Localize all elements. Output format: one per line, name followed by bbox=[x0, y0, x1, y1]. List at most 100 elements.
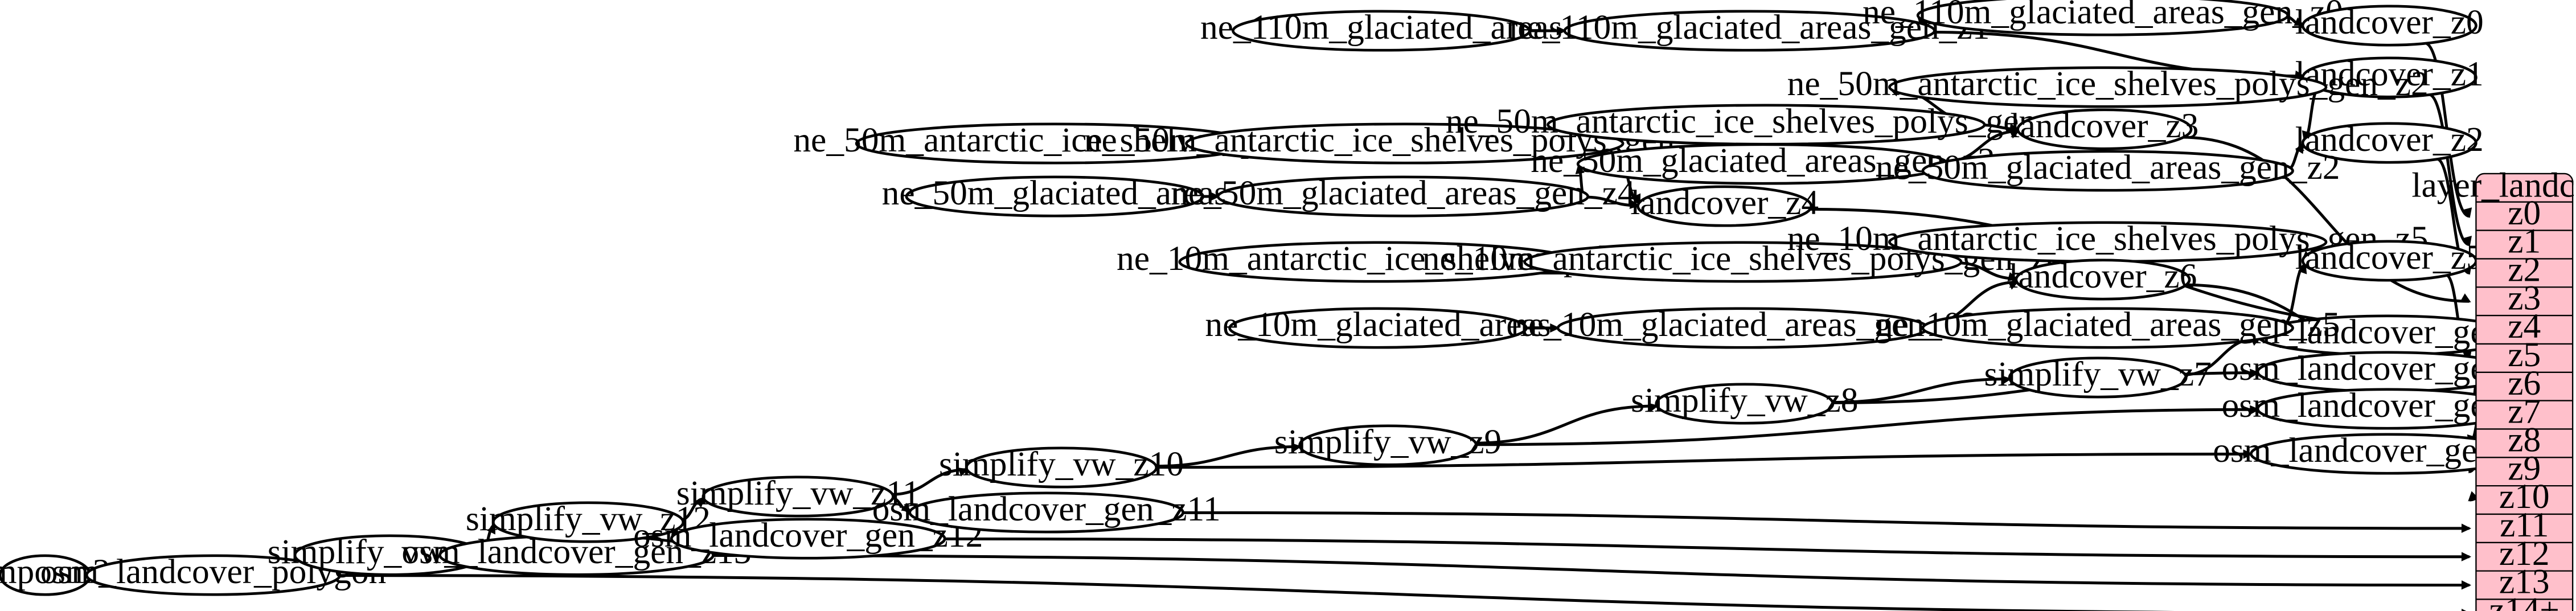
arrowhead-icon bbox=[2294, 17, 2305, 26]
graph-node-ne_10m_antarctic_ice_shelves_polys_gen_z6[interactable]: ne_10m_antarctic_ice_shelves_polys_gen_z… bbox=[1422, 239, 2064, 283]
table-row-z10[interactable]: z10 bbox=[2499, 477, 2550, 516]
edge-line bbox=[1474, 408, 2258, 446]
node-ellipse bbox=[702, 475, 895, 518]
node-label: simplify_vw_z8 bbox=[1631, 381, 1858, 420]
arrowhead-icon bbox=[2468, 491, 2479, 502]
table-row-z12[interactable]: z12 bbox=[2499, 534, 2550, 573]
nodes-layer: imposm3osm_landcover_polygonsimplify_vw_… bbox=[0, 0, 2562, 596]
arrowhead-icon bbox=[2461, 552, 2472, 561]
graph-node-simplify_vw_z7[interactable]: simplify_vw_z7 bbox=[1984, 355, 2212, 399]
graph-node-ne_50m_glaciated_areas_gen_z2[interactable]: ne_50m_glaciated_areas_gen_z2 bbox=[1876, 148, 2340, 192]
graph-node-ne_10m_glaciated_areas_gen_z5[interactable]: ne_10m_glaciated_areas_gen_z5 bbox=[1876, 305, 2340, 349]
table-row-z6[interactable]: z6 bbox=[2508, 364, 2541, 403]
graph-node-landcover_z0[interactable]: landcover_z0 bbox=[2295, 3, 2484, 47]
arrowhead-icon bbox=[2008, 281, 2019, 290]
node-label: ne_50m_glaciated_areas_gen_z2 bbox=[1876, 148, 2340, 187]
node-label: ne_10m_glaciated_areas_gen_z5 bbox=[1876, 305, 2340, 344]
node-label: landcover_z6 bbox=[2008, 257, 2197, 296]
graph-node-landcover_z4[interactable]: landcover_z4 bbox=[1630, 183, 1819, 227]
graph-node-landcover_z6[interactable]: landcover_z6 bbox=[2008, 257, 2197, 301]
graph-node-simplify_vw_z10[interactable]: simplify_vw_z10 bbox=[939, 445, 1184, 489]
node-label: ne_50m_antarctic_ice_shelves_polys_gen_z… bbox=[1787, 64, 2429, 103]
graph-node-simplify_vw_z12[interactable]: simplify_vw_z12 bbox=[466, 499, 711, 543]
table-row-z0[interactable]: z0 bbox=[2508, 194, 2541, 232]
node-ellipse bbox=[85, 554, 342, 596]
arrowhead-icon bbox=[487, 523, 495, 535]
node-ellipse bbox=[2301, 122, 2477, 164]
arrowhead-icon bbox=[1629, 199, 1640, 209]
node-label: ne_10m_glaciated_areas_gen_z6 bbox=[1511, 305, 1975, 344]
graph-edge bbox=[1584, 195, 1640, 209]
table-row-z8[interactable]: z8 bbox=[2508, 420, 2541, 459]
node-label: osm_landcover_gen_z11 bbox=[872, 490, 1221, 528]
graph-node-ne_10m_glaciated_areas[interactable]: ne_10m_glaciated_areas bbox=[1205, 305, 1551, 349]
node-label: ne_50m_glaciated_areas_gen_z3 bbox=[1531, 141, 1995, 180]
node-label: landcover_z4 bbox=[1630, 183, 1819, 222]
node-ellipse bbox=[2301, 5, 2477, 47]
graph-edge bbox=[942, 537, 2472, 561]
arrowhead-icon bbox=[695, 497, 705, 508]
arrowhead-icon bbox=[1550, 323, 1560, 333]
graph-edge bbox=[1956, 261, 2019, 281]
arrowhead-icon bbox=[1291, 443, 1302, 453]
node-ellipse bbox=[2015, 259, 2191, 301]
graph-node-ne_50m_antarctic_ice_shelves_polys_gen_z2[interactable]: ne_50m_antarctic_ice_shelves_polys_gen_z… bbox=[1787, 64, 2429, 108]
node-ellipse bbox=[1921, 150, 2294, 192]
node-ellipse bbox=[905, 175, 1205, 218]
node-label: ne_110m_glaciated_areas_gen_z1 bbox=[1509, 8, 1990, 47]
edge-line bbox=[2428, 93, 2470, 246]
arrowhead-icon bbox=[2001, 375, 2012, 385]
graph-edge bbox=[1474, 405, 2260, 446]
graph-node-ne_50m_glaciated_areas_gen_z3[interactable]: ne_50m_glaciated_areas_gen_z3 bbox=[1531, 141, 1995, 185]
table-row-z14+[interactable]: z14+ bbox=[2489, 591, 2559, 611]
graph-edge bbox=[1154, 449, 2253, 469]
node-ellipse bbox=[670, 518, 946, 560]
node-ellipse bbox=[1232, 10, 1531, 52]
graph-node-landcover_z5[interactable]: landcover_z5 bbox=[2295, 238, 2484, 282]
graph-node-ne_50m_glaciated_areas[interactable]: ne_50m_glaciated_areas bbox=[882, 174, 1228, 218]
edge-line bbox=[1180, 511, 2470, 530]
arrowhead-icon bbox=[1575, 163, 1585, 175]
graph-node-ne_50m_antarctic_ice_shelves_polys[interactable]: ne_50m_antarctic_ice_shelves_polys bbox=[793, 121, 1316, 165]
graph-node-ne_110m_glaciated_areas[interactable]: ne_110m_glaciated_areas bbox=[1200, 8, 1562, 52]
arrowhead-icon bbox=[901, 503, 912, 512]
edge-line bbox=[891, 468, 967, 496]
table-row-z5[interactable]: z5 bbox=[2508, 335, 2541, 374]
node-ellipse bbox=[1563, 10, 1936, 52]
table-row-z11[interactable]: z11 bbox=[2500, 506, 2549, 544]
graph-node-landcover_z3[interactable]: landcover_z3 bbox=[2010, 106, 2198, 150]
arrowhead-icon bbox=[2250, 405, 2260, 415]
layer-landcover-table: layer_landcoverz0z1z2z3z4z5z6z7z8z9z10z1… bbox=[2411, 166, 2576, 611]
node-ellipse bbox=[908, 491, 1184, 534]
graph-node-ne_110m_glaciated_areas_gen_z0[interactable]: ne_110m_glaciated_areas_gen_z0 bbox=[1863, 0, 2343, 36]
node-label: landcover_z3 bbox=[2010, 106, 2198, 145]
edge-line bbox=[1154, 445, 1300, 468]
graph-node-osm_landcover_gen_z11[interactable]: osm_landcover_gen_z11 bbox=[872, 490, 1221, 534]
table-row-z7[interactable]: z7 bbox=[2508, 392, 2541, 431]
table-row-z13[interactable]: z13 bbox=[2499, 563, 2550, 601]
graph-node-osm_landcover_polygon[interactable]: osm_landcover_polygon bbox=[40, 552, 387, 596]
edge-line bbox=[942, 537, 2470, 559]
edge-line bbox=[1474, 404, 1657, 445]
table-row-z4[interactable]: z4 bbox=[2508, 307, 2541, 346]
graph-node-landcover_z2[interactable]: landcover_z2 bbox=[2295, 120, 2484, 164]
graph-node-simplify_vw_z11[interactable]: simplify_vw_z11 bbox=[676, 474, 920, 518]
table-row-z2[interactable]: z2 bbox=[2508, 250, 2541, 289]
node-ellipse bbox=[1228, 307, 1528, 349]
arrowhead-icon bbox=[2461, 523, 2472, 533]
edge-line bbox=[337, 574, 2178, 611]
arrowhead-icon bbox=[1632, 193, 1641, 204]
graph-node-simplify_vw_z9[interactable]: simplify_vw_z9 bbox=[1274, 423, 1502, 466]
table-row-z9[interactable]: z9 bbox=[2508, 449, 2541, 487]
table-row-z1[interactable]: z1 bbox=[2508, 222, 2541, 261]
arrowhead-icon bbox=[958, 468, 969, 477]
arrowhead-icon bbox=[2460, 293, 2471, 302]
graph-node-simplify_vw_z8[interactable]: simplify_vw_z8 bbox=[1631, 381, 1858, 425]
graph-node-ne_10m_glaciated_areas_gen_z6[interactable]: ne_10m_glaciated_areas_gen_z6 bbox=[1511, 305, 1975, 349]
graph-node-ne_50m_antarctic_ice_shelves_polys_gen_z3[interactable]: ne_50m_antarctic_ice_shelves_polys_gen_z… bbox=[1446, 102, 2087, 146]
table-row-z3[interactable]: z3 bbox=[2508, 278, 2541, 317]
graph-node-ne_110m_glaciated_areas_gen_z1[interactable]: ne_110m_glaciated_areas_gen_z1 bbox=[1509, 8, 1990, 52]
arrowhead-icon bbox=[2007, 272, 2019, 281]
graph-node-ne_50m_glaciated_areas_gen_z4[interactable]: ne_50m_glaciated_areas_gen_z4 bbox=[1171, 174, 1635, 218]
